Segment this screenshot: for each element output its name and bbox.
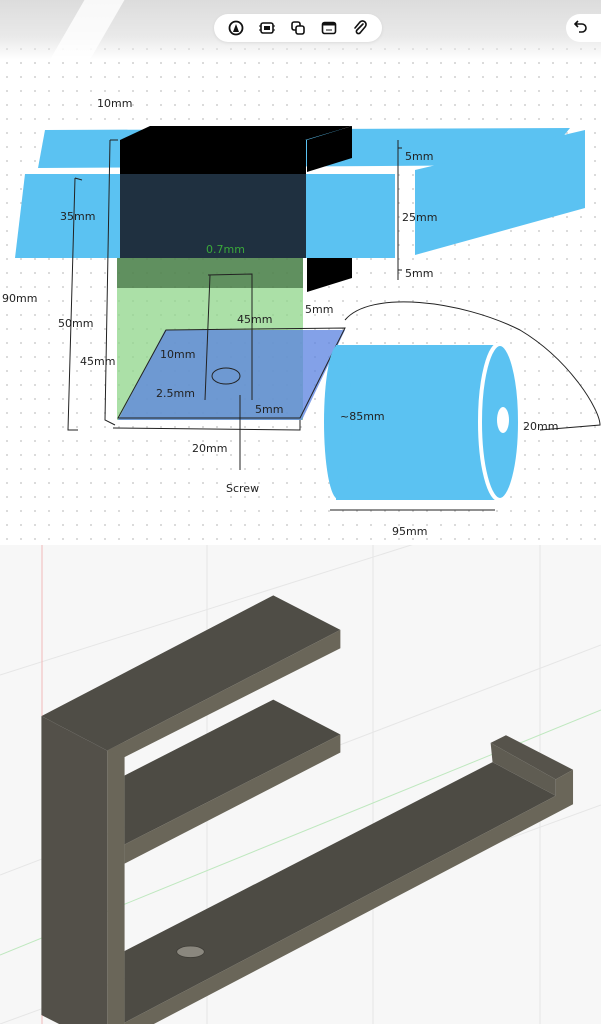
base-plane	[118, 330, 345, 420]
label-upper-gap: 35mm	[60, 210, 95, 223]
pen-tool-icon[interactable]	[227, 19, 245, 37]
holder-overlap	[120, 174, 306, 258]
holder-top	[120, 126, 352, 140]
label-hole-offset: 2.5mm	[156, 387, 195, 400]
undo-icon	[573, 19, 588, 38]
shelf-right-band	[415, 130, 585, 255]
screw-hole	[176, 945, 205, 958]
label-base-thick: 5mm	[255, 403, 283, 416]
holder-model	[41, 595, 574, 1029]
label-total-height: 90mm	[2, 292, 37, 305]
label-slot-width: 0.7mm	[206, 243, 245, 256]
label-screw: Screw	[226, 482, 259, 495]
label-side-thickness: 5mm	[305, 303, 333, 316]
cad-scene	[0, 484, 601, 1029]
label-depth: 20mm	[192, 442, 227, 455]
label-roll-width: 95mm	[392, 525, 427, 538]
label-base-height: 45mm	[80, 355, 115, 368]
label-shelf-thickness: 25mm	[402, 211, 437, 224]
shapes-icon[interactable]	[289, 19, 307, 37]
holder-front	[120, 140, 306, 176]
label-top-width: 10mm	[97, 97, 132, 110]
label-roll-diameter: ~85mm	[340, 410, 385, 423]
label-shelf-top: 5mm	[405, 150, 433, 163]
label-shelf-bottom: 5mm	[405, 267, 433, 280]
cad-viewport[interactable]	[0, 484, 601, 1029]
scan-text-icon[interactable]	[258, 19, 276, 37]
media-icon[interactable]	[320, 19, 338, 37]
screw-hole-sketch	[211, 367, 241, 385]
label-inner-10: 10mm	[160, 348, 195, 361]
undo-button[interactable]	[566, 14, 601, 42]
holder-side	[307, 126, 352, 172]
label-core-diameter: 20mm	[523, 420, 558, 433]
paper-roll-core	[497, 407, 509, 433]
drawing-toolbar	[214, 14, 382, 42]
holder-lower-side	[307, 258, 352, 292]
label-lower-height: 50mm	[58, 317, 93, 330]
paper-roll-left	[324, 345, 352, 499]
label-arm-length: 45mm	[237, 313, 272, 326]
paper-roll-body	[336, 345, 501, 500]
sketch-drawing: 10mm 5mm 25mm 5mm 35mm 90mm 50mm 45mm 0.…	[2, 97, 601, 538]
attachment-icon[interactable]	[351, 19, 369, 37]
